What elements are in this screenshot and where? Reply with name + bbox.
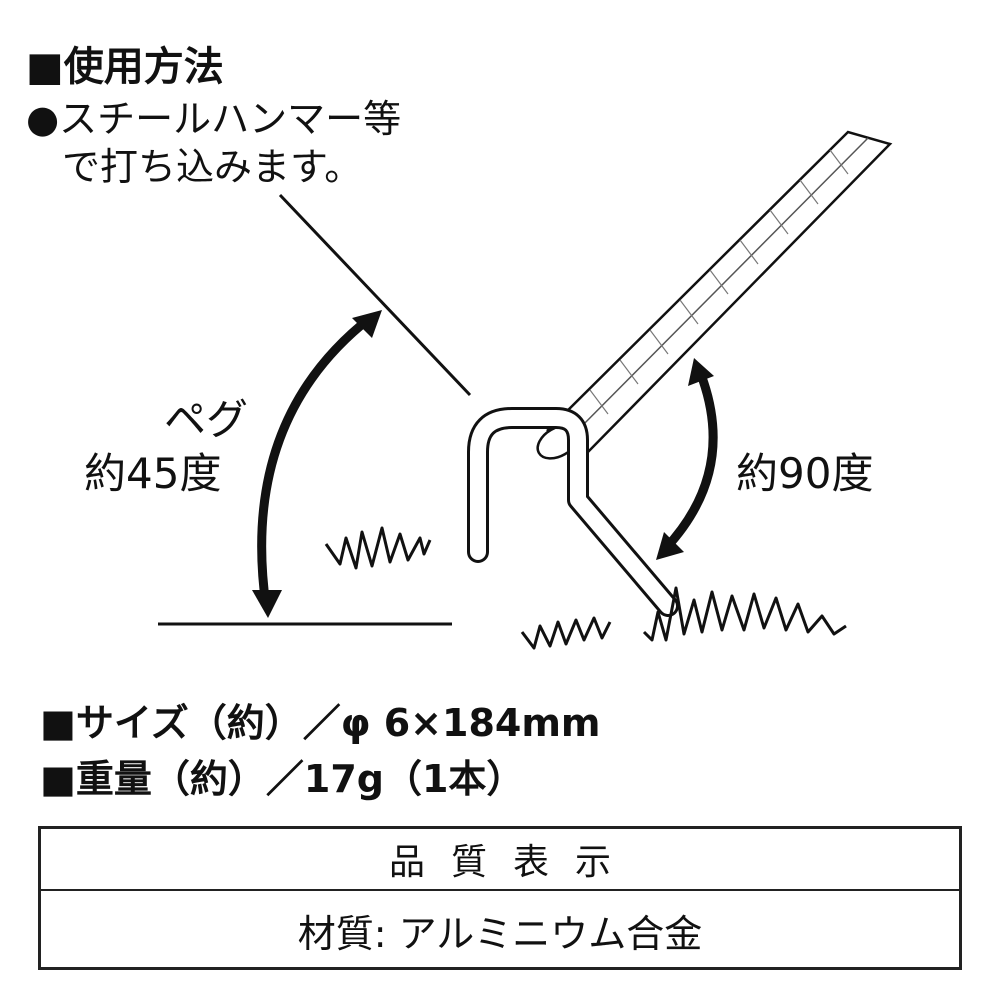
size-spec: ■サイズ（約）／φ 6×184mm [40,701,601,745]
material-text: 材質: アルミニウム合金 [297,911,703,956]
grass-tufts [324,526,847,650]
quality-table-header: 品質表示 [41,829,959,891]
angle-90-arrowhead-top [688,358,714,386]
peg-angle-label-line-1: ペグ [164,395,249,444]
quality-label-table: 品質表示 材質: アルミニウム合金 [38,826,962,970]
diagonal-reference-line [278,193,472,397]
rope-angle-label: 約90度 [736,449,874,498]
usage-instruction-line-2: で打ち込みます。 [62,145,363,189]
peg-angle-label-line-2: 約45度 [84,449,222,498]
angle-90-arrowhead-bottom [656,532,684,560]
angle-45-arrow [257,314,373,607]
angle-reference-lines [158,193,472,626]
tent-peg [467,407,679,617]
angle-45-arrowhead-top [352,310,382,338]
usage-heading: ■使用方法 [26,44,224,90]
weight-spec: ■重量（約）／17g（1本） [40,757,525,801]
usage-instruction-line-1: ●スチールハンマー等 [26,97,402,141]
angle-45-arrowhead-bottom [252,590,282,618]
angle-90-arrow [662,370,718,552]
